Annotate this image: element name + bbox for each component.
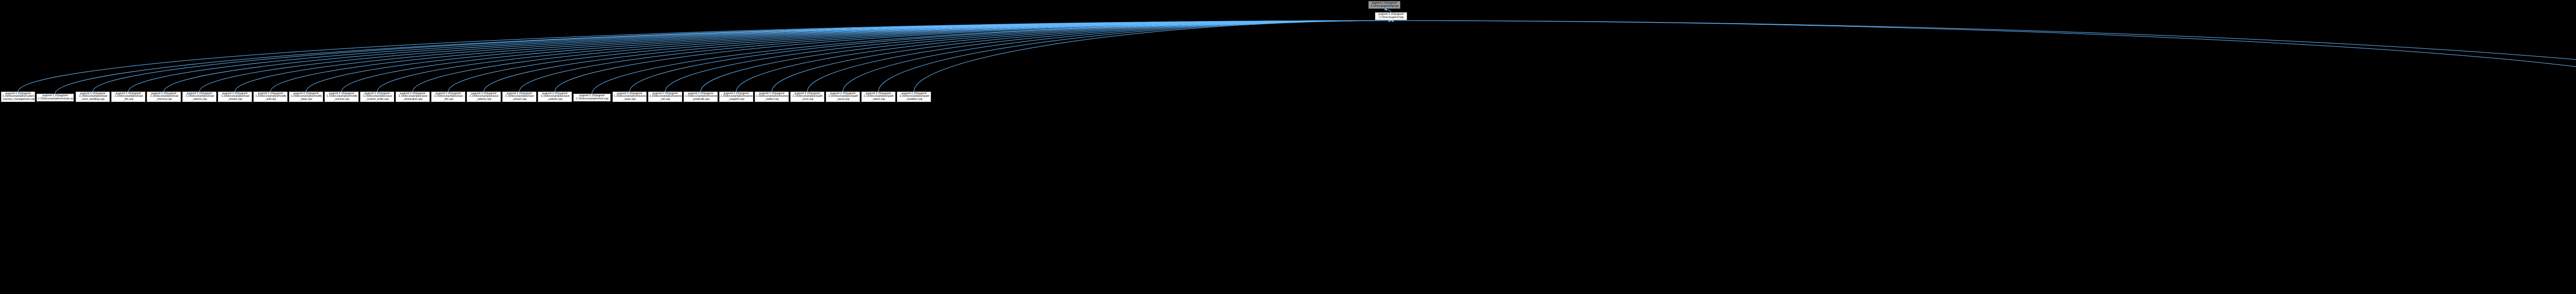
graph-node-n16[interactable]: pugixml-1.15/pugixml -1.15/docs/samples/…	[538, 92, 572, 102]
graph-node-label: pugixml-1.15/pugixml -1.15/docs/samples/…	[398, 92, 428, 101]
graph-node-n07[interactable]: pugixml-1.15/pugixml -1.15/docs/samples/…	[218, 92, 252, 102]
graph-node-n21[interactable]: pugixml-1.15/pugixml -1.15/docs/samples/…	[719, 92, 753, 102]
graph-node-label: pugixml-1.15/pugixml -1.15/docs/samples/…	[755, 92, 789, 101]
graph-node-n11[interactable]: pugixml-1.15/pugixml -1.15/docs/samples/…	[360, 92, 394, 102]
graph-edge	[18, 19, 1392, 92]
graph-node-label: pugixml-1.15/pugixml -1.15/docs/samples/…	[899, 92, 929, 101]
graph-edge	[736, 19, 1392, 92]
graph-edge	[448, 19, 1392, 92]
graph-node-n03[interactable]: pugixml-1.15/pugixml -1.15/docs/samples/…	[76, 92, 110, 102]
graph-node-label: pugixml-1.15/pugixml -1.15/docs/samples/…	[684, 92, 718, 101]
graph-edge	[412, 19, 1392, 92]
graph-node-n08[interactable]: pugixml-1.15/pugixml -1.15/docs/samples/…	[253, 92, 287, 102]
graph-edge	[199, 19, 1392, 92]
graph-node-n09[interactable]: pugixml-1.15/pugixml -1.15/docs/samples/…	[289, 92, 323, 102]
graph-node-label: pugixml-1.15/pugixml -1.15/docs/samples/…	[504, 92, 534, 101]
graph-node-label: pugixml-1.15/pugixml -1.15/docs/samples/…	[649, 92, 682, 101]
graph-edge	[306, 19, 1392, 92]
graph-node-label: pugixml-1.15/pugixml -1.15/docs/samples/…	[720, 92, 753, 101]
graph-node-n18[interactable]: pugixml-1.15/pugixml -1.15/docs/samples/…	[613, 92, 647, 102]
graph-edge	[665, 19, 1392, 92]
graph-node-label: pugixml-1.15/pugixml -1.15/docs/samples/…	[792, 92, 823, 101]
graph-node-n23[interactable]: pugixml-1.15/pugixml -1.15/docs/samples/…	[790, 92, 824, 102]
graph-node-n22[interactable]: pugixml-1.15/pugixml -1.15/docs/samples/…	[755, 92, 789, 102]
graph-node-n13[interactable]: pugixml-1.15/pugixml -1.15/docs/samples/…	[431, 92, 465, 102]
graph-node-n15[interactable]: pugixml-1.15/pugixml -1.15/docs/samples/…	[502, 92, 536, 102]
graph-edge	[913, 19, 1392, 92]
graph-edge	[1391, 19, 2576, 60]
graph-edge	[878, 19, 1392, 92]
graph-node-label: pugixml-1.15/pugixml -1.15/docs/samples/…	[863, 92, 894, 101]
graph-node-label: pugixml-1.15/pugixml -1.15/docs/samples/…	[575, 94, 609, 100]
graph-edge	[234, 19, 1392, 92]
graph-node-label: pugixml-1.15/pugixml -1.15/docs/samples/…	[2, 92, 35, 101]
graph-node-n14[interactable]: pugixml-1.15/pugixml -1.15/docs/samples/…	[467, 92, 501, 102]
graph-node-n02[interactable]: pugixml-1.15/pugixml -1.15/docs/samples/…	[37, 94, 74, 101]
graph-node-label: pugixml-1.15/pugixml -1.15/src/pugiconfi…	[1370, 2, 1399, 8]
graph-edge	[270, 19, 1392, 92]
graph-edge	[807, 19, 1392, 92]
graph-node-n25[interactable]: pugixml-1.15/pugixml -1.15/docs/samples/…	[861, 92, 895, 102]
graph-edge	[554, 19, 1392, 92]
graph-edge	[591, 19, 1392, 94]
graph-node-label: pugixml-1.15/pugixml -1.15/docs/samples/…	[827, 92, 858, 101]
graph-node-label: pugixml-1.15/pugixml -1.15/docs/samples/…	[113, 92, 143, 101]
graph-edge	[1391, 19, 2576, 67]
graph-node-n26[interactable]: pugixml-1.15/pugixml -1.15/docs/samples/…	[897, 92, 931, 102]
graph-node-label: pugixml-1.15/pugixml -1.15/docs/samples/…	[255, 92, 286, 101]
graph-edge	[377, 19, 1392, 92]
graph-node-label: pugixml-1.15/pugixml -1.15/docs/samples/…	[149, 92, 179, 101]
graph-edge	[519, 19, 1392, 92]
graph-node-n01[interactable]: pugixml-1.15/pugixml -1.15/docs/samples/…	[1, 92, 35, 102]
graph-edge	[842, 19, 1392, 92]
graph-node-label: pugixml-1.15/pugixml -1.15/src/pugixml.h…	[1378, 13, 1404, 19]
graph-node-label: pugixml-1.15/pugixml -1.15/docs/samples/…	[326, 92, 358, 101]
graph-node-root[interactable]: pugixml-1.15/pugixml -1.15/src/pugiconfi…	[1368, 1, 1400, 9]
graph-node-n19[interactable]: pugixml-1.15/pugixml -1.15/docs/samples/…	[648, 92, 682, 102]
graph-node-n06[interactable]: pugixml-1.15/pugixml -1.15/docs/samples/…	[182, 92, 216, 102]
graph-edge	[700, 19, 1392, 92]
graph-edge	[128, 19, 1392, 92]
graph-edge	[341, 19, 1392, 92]
graph-edge	[92, 19, 1392, 92]
graph-node-n10[interactable]: pugixml-1.15/pugixml -1.15/docs/samples/…	[325, 92, 359, 102]
graph-edge	[163, 19, 1392, 92]
graph-node-label: pugixml-1.15/pugixml -1.15/docs/samples/…	[469, 92, 499, 101]
graph-node-label: pugixml-1.15/pugixml -1.15/docs/samples/…	[290, 92, 322, 101]
graph-node-n04[interactable]: pugixml-1.15/pugixml -1.15/docs/samples/…	[111, 92, 145, 102]
graph-node-label: pugixml-1.15/pugixml -1.15/docs/samples/…	[362, 92, 392, 101]
graph-edge	[55, 19, 1392, 94]
graph-node-hpp[interactable]: pugixml-1.15/pugixml -1.15/src/pugixml.h…	[1375, 12, 1407, 20]
graph-node-n17[interactable]: pugixml-1.15/pugixml -1.15/docs/samples/…	[573, 94, 611, 101]
graph-edge	[483, 19, 1392, 92]
graph-node-n05[interactable]: pugixml-1.15/pugixml -1.15/docs/samples/…	[147, 92, 181, 102]
graph-node-label: pugixml-1.15/pugixml -1.15/docs/samples/…	[540, 92, 570, 101]
graph-node-label: pugixml-1.15/pugixml -1.15/docs/samples/…	[613, 92, 647, 101]
graph-edge	[771, 19, 1392, 92]
graph-node-n12[interactable]: pugixml-1.15/pugixml -1.15/docs/samples/…	[396, 92, 430, 102]
graph-edge	[629, 19, 1392, 92]
graph-node-label: pugixml-1.15/pugixml -1.15/docs/samples/…	[78, 92, 108, 101]
graph-node-n20[interactable]: pugixml-1.15/pugixml -1.15/docs/samples/…	[684, 92, 718, 102]
graph-node-n24[interactable]: pugixml-1.15/pugixml -1.15/docs/samples/…	[826, 92, 860, 102]
graph-node-label: pugixml-1.15/pugixml -1.15/docs/samples/…	[184, 92, 214, 101]
graph-node-label: pugixml-1.15/pugixml -1.15/docs/samples/…	[220, 92, 250, 101]
graph-node-label: pugixml-1.15/pugixml -1.15/docs/samples/…	[433, 92, 463, 101]
graph-node-label: pugixml-1.15/pugixml -1.15/docs/samples/…	[37, 94, 74, 100]
